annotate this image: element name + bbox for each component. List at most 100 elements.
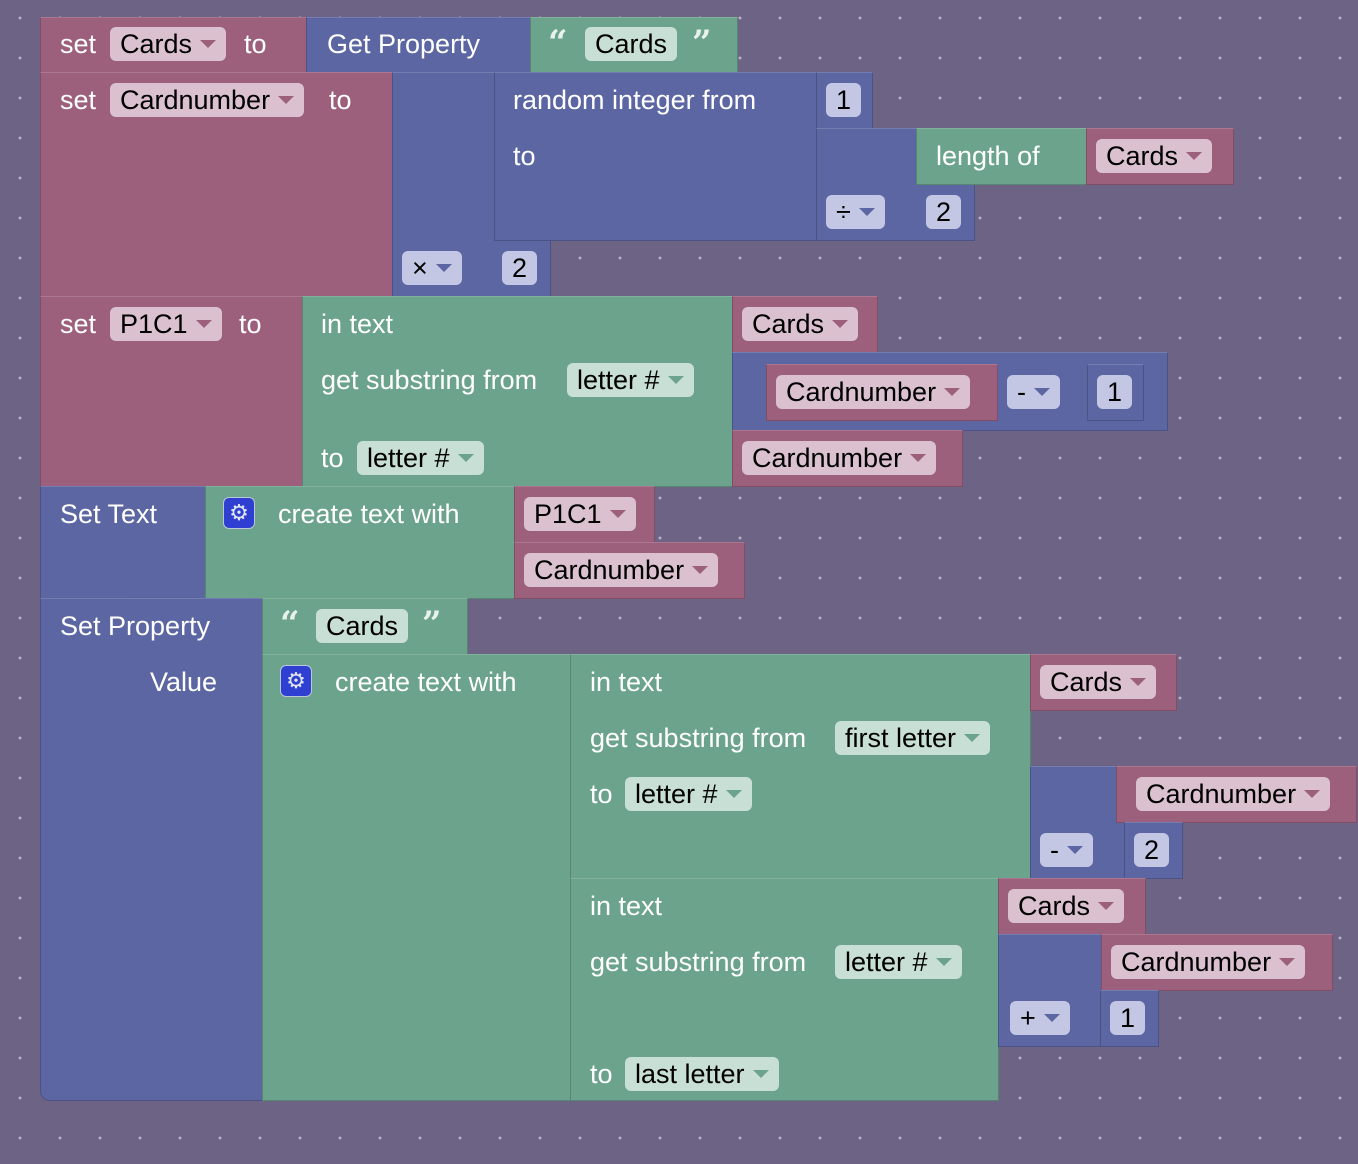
operator-dropdown[interactable]: ÷ <box>826 195 885 229</box>
text-field[interactable]: Cards <box>585 27 678 61</box>
chevron-down-icon <box>278 95 295 104</box>
from-dropdown[interactable]: letter # <box>567 363 694 397</box>
from-dropdown[interactable]: first letter <box>835 721 991 755</box>
gear-icon[interactable]: ⚙ <box>223 497 255 529</box>
create-text-block[interactable] <box>205 486 515 599</box>
random-integer-label: random integer from <box>513 85 757 115</box>
text-field[interactable]: Cards <box>316 609 409 643</box>
set-label: set <box>60 85 97 115</box>
random-integer-block[interactable] <box>494 72 817 241</box>
to-label: to <box>513 141 536 171</box>
variable-name: P1C1 <box>534 499 602 529</box>
chevron-down-icon <box>964 733 981 742</box>
variable-name: Cards <box>1018 891 1091 921</box>
operator-symbol: - <box>1017 377 1026 407</box>
variable-dropdown[interactable]: Cardnumber <box>110 83 305 117</box>
chevron-down-icon <box>200 39 217 48</box>
get-substring-label: get substring from <box>590 723 807 753</box>
get-property-block[interactable] <box>306 17 531 73</box>
chevron-down-icon <box>944 387 961 396</box>
variable-name: Cardnumber <box>1121 947 1272 977</box>
set-label: set <box>60 309 97 339</box>
from-option: letter # <box>577 365 660 395</box>
to-label: to <box>590 1059 613 1089</box>
set-property-block[interactable] <box>40 598 263 1101</box>
to-label: to <box>321 443 344 473</box>
chevron-down-icon <box>910 453 927 462</box>
variable-dropdown[interactable]: Cards <box>1040 665 1157 699</box>
variable-dropdown[interactable]: Cardnumber <box>742 441 937 475</box>
number-field[interactable]: 2 <box>926 195 962 229</box>
get-property-label: Get Property <box>327 29 481 59</box>
chevron-down-icon <box>1279 957 1296 966</box>
chevron-down-icon <box>1130 677 1147 686</box>
to-label: to <box>239 309 262 339</box>
to-option: letter # <box>367 443 450 473</box>
operator-dropdown[interactable]: × <box>402 251 462 285</box>
variable-dropdown[interactable]: Cards <box>1008 889 1125 923</box>
variable-dropdown[interactable]: P1C1 <box>110 307 222 341</box>
number-field[interactable]: 2 <box>1134 833 1170 867</box>
variable-name: Cards <box>1050 667 1123 697</box>
in-text-label: in text <box>590 667 663 697</box>
variable-dropdown[interactable]: Cards <box>742 307 859 341</box>
operator-symbol: - <box>1050 835 1059 865</box>
variable-name: Cardnumber <box>120 85 271 115</box>
variable-name: Cards <box>752 309 825 339</box>
to-option: last letter <box>635 1059 745 1089</box>
get-substring-label: get substring from <box>321 365 538 395</box>
chevron-down-icon <box>752 1069 769 1078</box>
length-of-block[interactable] <box>916 128 1087 185</box>
chevron-down-icon <box>1067 845 1083 854</box>
in-text-label: in text <box>590 891 663 921</box>
variable-dropdown[interactable]: Cardnumber <box>776 375 971 409</box>
chevron-down-icon <box>435 263 452 272</box>
variable-dropdown[interactable]: Cardnumber <box>1136 777 1331 811</box>
variable-dropdown[interactable]: P1C1 <box>524 497 636 531</box>
from-dropdown[interactable]: letter # <box>835 945 962 979</box>
variable-name: Cardnumber <box>786 377 937 407</box>
chevron-down-icon <box>1043 1013 1060 1022</box>
to-label: to <box>244 29 267 59</box>
set-property-label: Set Property <box>60 611 211 641</box>
number-field[interactable]: 1 <box>826 83 862 117</box>
set-text-block[interactable] <box>40 486 206 599</box>
to-dropdown[interactable]: last letter <box>625 1057 779 1091</box>
operator-symbol: × <box>412 253 428 283</box>
to-dropdown[interactable]: letter # <box>625 777 752 811</box>
to-dropdown[interactable]: letter # <box>357 441 484 475</box>
variable-name: Cards <box>1106 141 1179 171</box>
create-text-label: create text with <box>278 499 460 529</box>
chevron-down-icon <box>609 509 626 518</box>
to-label: to <box>590 779 613 809</box>
chevron-down-icon <box>1098 901 1115 910</box>
chevron-down-icon <box>935 957 952 966</box>
value-label: Value <box>150 667 218 697</box>
operator-dropdown[interactable]: - <box>1040 833 1093 867</box>
set-label: set <box>60 29 97 59</box>
operator-dropdown[interactable]: - <box>1007 375 1060 409</box>
chevron-down-icon <box>1304 789 1321 798</box>
operator-dropdown[interactable]: + <box>1010 1001 1070 1035</box>
chevron-down-icon <box>832 319 849 328</box>
length-of-label: length of <box>936 141 1040 171</box>
open-quote-icon: “ <box>280 604 300 644</box>
to-option: letter # <box>635 779 718 809</box>
close-quote-icon: ” <box>692 23 712 63</box>
number-field[interactable]: 1 <box>1097 375 1133 409</box>
chevron-down-icon <box>457 453 474 462</box>
create-text-block[interactable] <box>262 654 571 1101</box>
variable-name: P1C1 <box>120 309 188 339</box>
gear-icon[interactable]: ⚙ <box>280 665 312 697</box>
number-field[interactable]: 2 <box>502 251 538 285</box>
chevron-down-icon <box>858 207 875 216</box>
number-field[interactable]: 1 <box>1110 1001 1146 1035</box>
variable-dropdown[interactable]: Cardnumber <box>524 553 719 587</box>
variable-dropdown[interactable]: Cards <box>110 27 227 61</box>
variable-dropdown[interactable]: Cards <box>1096 139 1213 173</box>
chevron-down-icon <box>725 789 742 798</box>
chevron-down-icon <box>195 319 212 328</box>
variable-dropdown[interactable]: Cardnumber <box>1111 945 1306 979</box>
open-quote-icon: “ <box>548 23 568 63</box>
create-text-label: create text with <box>335 667 517 697</box>
